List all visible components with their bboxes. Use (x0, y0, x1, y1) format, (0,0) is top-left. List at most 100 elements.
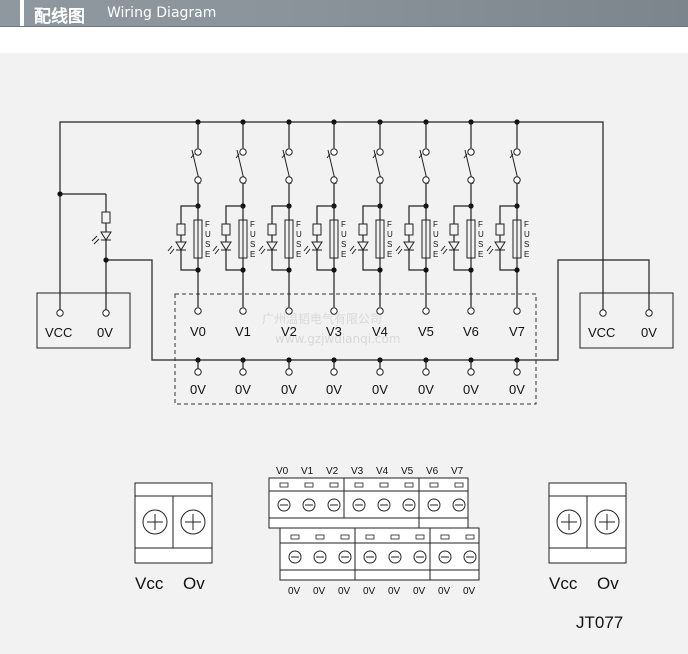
right-connector-label-a: Vcc (549, 574, 578, 593)
indicator-branch-wire (499, 205, 517, 224)
switch-contact (330, 176, 338, 184)
left-vcc-label: VCC (45, 325, 72, 340)
indicator-branch-wire (453, 205, 471, 224)
output-terminal (330, 307, 338, 315)
ground-terminal (513, 368, 521, 376)
output-terminal (194, 307, 202, 315)
section-header: 配线图 Wiring Diagram (0, 0, 688, 27)
fuse-letter: E (478, 250, 483, 259)
indicator-branch-wire (271, 250, 289, 271)
left-0v-terminal (102, 309, 110, 317)
right-vcc-label: VCC (588, 325, 615, 340)
resistor-symbol (221, 223, 231, 236)
terminal-screw (302, 498, 316, 512)
terminal-slot (290, 534, 300, 540)
terminal-screw (327, 498, 341, 512)
led-symbol (175, 241, 187, 251)
terminal-bottom-label: 0V (313, 586, 326, 597)
fuse-letter: F (250, 220, 255, 229)
fuse-letter: E (433, 250, 438, 259)
terminal-screw (352, 498, 366, 512)
indicator-branch-wire (180, 205, 198, 224)
fuse-letter: F (205, 220, 210, 229)
ground-label: 0V (418, 382, 434, 397)
junction-dot (514, 267, 520, 273)
led-ray (305, 248, 311, 255)
ground-label: 0V (235, 382, 251, 397)
led-symbol (357, 241, 369, 251)
led-symbol (403, 241, 415, 251)
indicator-branch-wire (180, 250, 198, 271)
indicator-branch-wire (316, 250, 334, 271)
terminal-bottom-label: 0V (413, 586, 426, 597)
right-0v-label: 0V (641, 325, 657, 340)
fuse-letter: U (524, 230, 530, 239)
fuse-letter: E (524, 250, 529, 259)
indicator-branch-wire (362, 250, 380, 271)
fuse-letter: U (478, 230, 484, 239)
switch-contact (376, 148, 384, 156)
terminal-screw (377, 498, 391, 512)
fuse-letter: F (296, 220, 301, 229)
led-symbol (494, 241, 506, 251)
fuse-letter: U (250, 230, 256, 239)
led-ray (397, 248, 403, 255)
channel-label: V3 (326, 324, 342, 339)
switch-contact (513, 176, 521, 184)
ground-terminal (376, 368, 384, 376)
junction-dot (240, 267, 246, 273)
fuse-letter: E (296, 250, 301, 259)
terminal-bottom-label: 0V (388, 586, 401, 597)
ground-terminal (422, 368, 430, 376)
terminal-screw (388, 550, 402, 564)
terminal-screw (427, 498, 441, 512)
fuse-letter: U (205, 230, 211, 239)
fuse-letter: U (341, 230, 347, 239)
terminal-screw (452, 498, 466, 512)
fuse-letter: S (341, 240, 346, 249)
screw-head (594, 509, 620, 535)
switch-contact (513, 148, 521, 156)
left-connector-label-a: Vcc (135, 574, 164, 593)
resistor-symbol (176, 223, 186, 236)
terminal-slot (354, 482, 364, 488)
terminal-slot (279, 482, 289, 488)
led-ray (395, 245, 401, 252)
fuse-letter: U (433, 230, 439, 239)
header-accent-bar (20, 0, 24, 26)
fuse-letter: U (387, 230, 393, 239)
terminal-top-label: V1 (301, 466, 314, 477)
led-ray (486, 245, 492, 252)
fuse-letter: S (205, 240, 210, 249)
fuse-letter: F (341, 220, 346, 229)
led-ray (214, 248, 220, 255)
terminal-slot (390, 534, 400, 540)
terminal-slot (340, 534, 350, 540)
led-ray (91, 235, 98, 242)
junction-dot (286, 267, 292, 273)
fuse-letter: F (478, 220, 483, 229)
led-ray (93, 238, 100, 245)
indicator-branch-wire (225, 250, 243, 271)
fuse-letter: S (387, 240, 392, 249)
switch-contact (422, 176, 430, 184)
led-symbol (100, 231, 112, 241)
indicator-branch-wire (408, 250, 426, 271)
channel-label: V2 (281, 324, 297, 339)
watermark-line2: www.gzjwdianqi.com (275, 332, 401, 346)
terminal-top-label: V0 (276, 466, 289, 477)
terminal-bottom-label: 0V (288, 586, 301, 597)
fuse-letter: S (524, 240, 529, 249)
fuse-letter: U (296, 230, 302, 239)
output-terminal (239, 307, 247, 315)
led-ray (351, 248, 357, 255)
junction-dot (57, 191, 63, 197)
led-ray (488, 248, 494, 255)
ground-terminal (467, 368, 475, 376)
terminal-top-label: V3 (351, 466, 364, 477)
upper-strip (268, 477, 469, 529)
